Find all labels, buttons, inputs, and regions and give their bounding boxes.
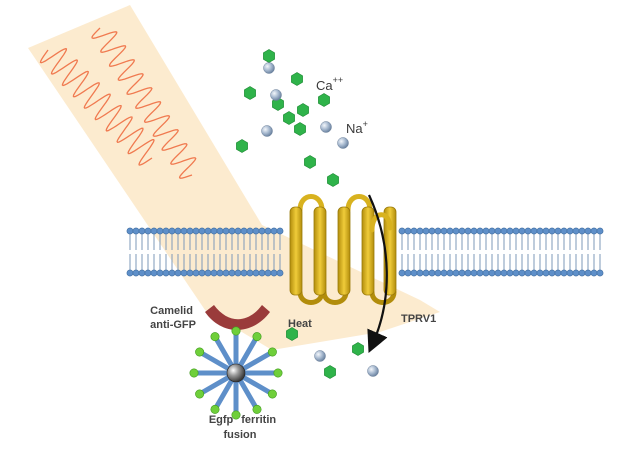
sodium-ion-icon: [261, 125, 273, 137]
ferritin-core: [226, 363, 246, 383]
lipid-tails: [129, 232, 281, 272]
transmembrane-helix: [313, 206, 327, 296]
egfp-tip: [231, 410, 241, 420]
camelid-label: Camelid anti-GFP: [150, 305, 196, 331]
radiation-waves: [39, 27, 197, 179]
egfp-tip: [195, 389, 205, 399]
egfp-tip: [231, 326, 241, 336]
egfp-tip: [267, 389, 277, 399]
calcium-ion-icon: [244, 86, 256, 100]
lipid-heads: [398, 227, 604, 277]
sodium-ion-icon: [314, 350, 326, 362]
egfp-tip: [210, 404, 220, 414]
lipid-tails: [401, 232, 601, 272]
sodium-ion-icon: [337, 137, 349, 149]
egfp-tip: [195, 347, 205, 357]
transmembrane-helix: [289, 206, 303, 296]
egfp-tip: [267, 347, 277, 357]
radiation-wave: [39, 48, 155, 166]
helix-loop: [297, 194, 373, 213]
ion-cloud: [236, 49, 379, 379]
calcium-ion-icon: [283, 111, 295, 125]
helix-loop: [369, 212, 393, 233]
channel-label: TPRV1: [401, 313, 436, 325]
ferritin-particle-icon: [189, 326, 283, 420]
calcium-ion-icon: [236, 139, 248, 153]
calcium-ion-icon: [304, 155, 316, 169]
radiation-wave: [91, 27, 197, 179]
calcium-ion-icon: [324, 365, 336, 379]
calcium-label: Ca++: [316, 75, 343, 93]
calcium-ion-icon: [297, 103, 309, 117]
egfp-tip: [252, 404, 262, 414]
lipid-heads: [126, 227, 284, 277]
calcium-ion-icon: [272, 97, 284, 111]
sodium-ion-icon: [367, 365, 379, 377]
egfp-tip: [210, 332, 220, 342]
sodium-ion-icon: [263, 62, 275, 74]
calcium-ion-icon: [327, 173, 339, 187]
light-beam: [28, 5, 440, 350]
calcium-ion-icon: [286, 327, 298, 341]
cell-membrane: [126, 227, 604, 277]
calcium-ion-icon: [352, 342, 364, 356]
calcium-ion-icon: [263, 49, 275, 63]
camelid-antibody-icon: [205, 305, 270, 330]
egfp-tip: [273, 368, 283, 378]
sodium-label: Na+: [346, 119, 368, 136]
egfp-tip: [252, 332, 262, 342]
egfp-tip: [189, 368, 199, 378]
calcium-ion-icon: [294, 122, 306, 136]
ion-flow-arrow: [367, 194, 388, 354]
sodium-ion-icon: [270, 89, 282, 101]
calcium-ion-icon: [318, 93, 330, 107]
sodium-ion-icon: [320, 121, 332, 133]
heat-label: Heat: [288, 318, 312, 330]
transmembrane-helix: [337, 206, 351, 296]
calcium-ion-icon: [291, 72, 303, 86]
